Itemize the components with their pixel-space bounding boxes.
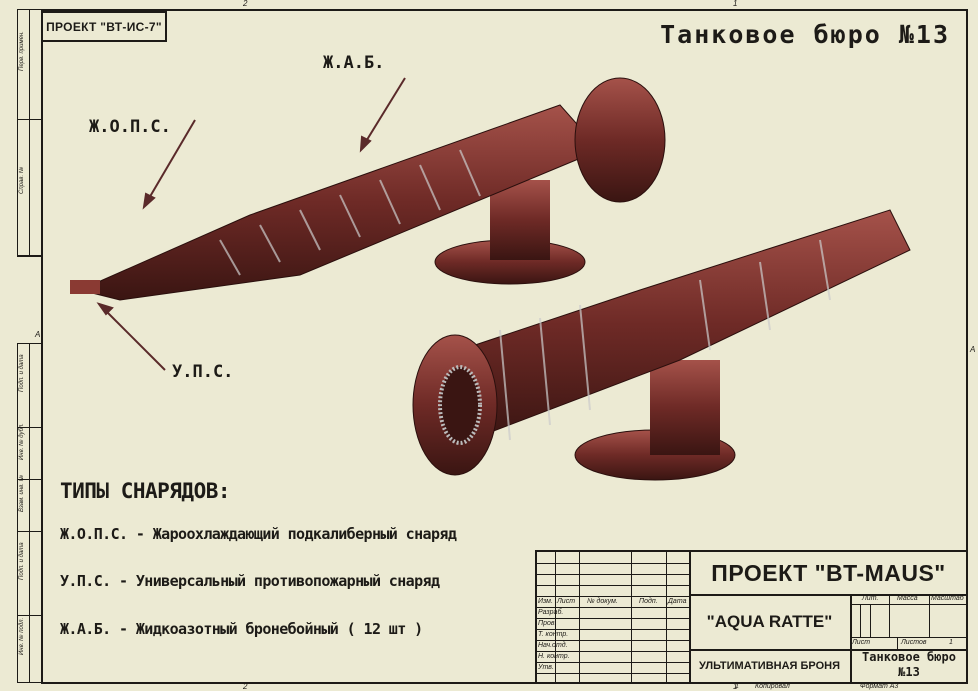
callout-jab: Ж.А.Б. xyxy=(323,53,385,73)
callout-jops: Ж.О.П.С. xyxy=(89,117,171,137)
col-header: Изм. xyxy=(538,598,553,605)
title-block: Изм. Лист № докум. Подп. Дата Разраб. Пр… xyxy=(535,550,968,684)
legend-item: Ж.А.Б. - Жидкоазотный бронебойный ( 12 ш… xyxy=(60,620,423,638)
product-name: "AQUA RATTE" xyxy=(706,611,833,631)
sheets-label: Листов xyxy=(901,639,927,646)
side-stamp-top: Перв. примен. Справ. № xyxy=(17,9,42,257)
legend-item: У.П.С. - Универсальный противопожарный с… xyxy=(60,572,440,590)
drawing-frame xyxy=(41,9,968,684)
format-label: Формат А3 xyxy=(860,683,899,690)
product-subtitle: УЛЬТИМАТИВНАЯ БРОНЯ xyxy=(698,659,841,672)
organization: Танковое бюро №13 xyxy=(850,650,968,680)
legend-item: Ж.О.П.С. - Жароохлаждающий подкалиберный… xyxy=(60,525,457,543)
scale-label: Масштаб xyxy=(931,595,964,602)
sheets-value: 1 xyxy=(949,639,953,646)
row-label: Т. контр. xyxy=(538,631,569,638)
row-label: Н. контр. xyxy=(538,653,570,660)
zone-mark: A xyxy=(970,345,976,354)
organization-line: №13 xyxy=(898,665,920,679)
lit-label: Лит. xyxy=(862,595,879,602)
callout-ups: У.П.С. xyxy=(172,362,234,382)
bureau-title: Танковое бюро №13 xyxy=(660,20,950,49)
copied-num: 1 xyxy=(735,683,739,690)
project-title: ПРОЕКТ "BT-MAUS" xyxy=(711,559,946,586)
turret-front-view xyxy=(70,77,666,301)
zone-mark: 2 xyxy=(243,0,248,8)
col-header: № докум. xyxy=(587,598,618,605)
row-label: Пров. xyxy=(538,620,557,627)
organization-line: Танковое бюро xyxy=(862,650,956,664)
zone-mark: 1 xyxy=(733,682,738,691)
side-stamp-bottom: Подп. и дата Инв. № дубл. Взам. инв. № П… xyxy=(17,343,42,683)
mass-label: Масса xyxy=(897,595,918,602)
row-label: Нач.отд. xyxy=(538,642,568,649)
turret-rear-view xyxy=(412,209,911,481)
zone-mark: A xyxy=(35,330,41,339)
project-tag: ПРОЕКТ "ВТ-ИС-7" xyxy=(43,11,167,42)
col-header: Подп. xyxy=(639,598,658,605)
legend-title: ТИПЫ СНАРЯДОВ: xyxy=(60,479,231,503)
sheet-label: Лист xyxy=(852,639,871,646)
zone-mark: 1 xyxy=(733,0,738,8)
row-label: Разраб. xyxy=(538,609,564,616)
col-header: Лист xyxy=(557,598,576,605)
copied-label: Копировал xyxy=(755,683,790,690)
callout-arrows xyxy=(96,77,406,371)
row-label: Утв. xyxy=(538,664,554,671)
col-header: Дата xyxy=(668,598,687,605)
zone-mark: 2 xyxy=(243,682,248,691)
shell-types-legend: ТИПЫ СНАРЯДОВ: xyxy=(60,479,231,503)
